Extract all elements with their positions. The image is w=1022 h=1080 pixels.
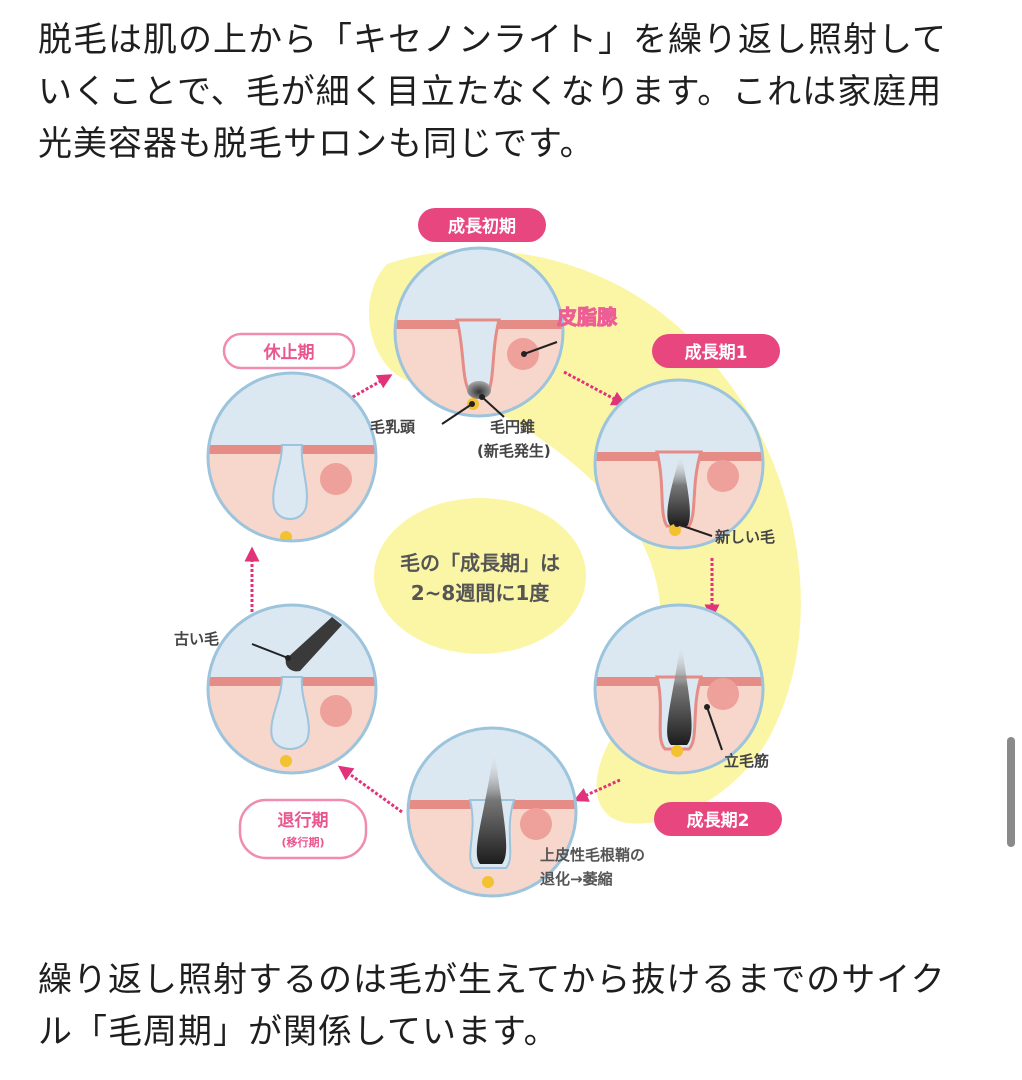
- label-sebaceous-gland: 皮脂腺: [557, 305, 618, 329]
- intro-paragraph: 脱毛は肌の上から「キセノンライト」を繰り返し照射していくことで、毛が細く目立たな…: [38, 20, 947, 164]
- center-line2: 2~8週間に1度: [411, 581, 551, 605]
- label-hair-cone: 毛円錐: [490, 418, 535, 436]
- center-bubble: [374, 498, 586, 654]
- diagram-text: (移行期): [281, 835, 324, 849]
- hair-cycle-diagram: 毛の「成長期」は 2~8週間に1度: [152, 192, 822, 922]
- body-paragraph: 繰り返し照射するのは毛が生えてから抜けるまでのサイクル「毛周期」が関係しています…: [38, 960, 946, 1052]
- label-dermal-papilla: 毛乳頭: [370, 418, 416, 436]
- pill-resting: 休止期: [222, 332, 356, 370]
- label-arrector-pili: 立毛筋: [724, 752, 769, 770]
- pill-early-growth: 成長初期: [418, 208, 546, 242]
- diagram-text: 退行期: [278, 810, 329, 831]
- diagram-text: 成長初期: [448, 216, 516, 237]
- pill-growth2: 成長期2: [654, 802, 782, 836]
- scrollbar-thumb[interactable]: [1007, 737, 1015, 847]
- center-line1: 毛の「成長期」は: [400, 551, 560, 575]
- diagram-text: 休止期: [263, 342, 315, 363]
- pill-regression: 退行期 (移行期): [238, 798, 368, 860]
- pill-growth1: 成長期1: [652, 334, 780, 368]
- circle-regression: [406, 726, 578, 898]
- label-sheath-1: 上皮性毛根鞘の: [540, 846, 645, 864]
- circle-growth2: [593, 603, 765, 775]
- circle-transition: [206, 603, 378, 775]
- label-sheath-2: 退化→萎縮: [540, 870, 613, 888]
- label-new-hair: 新しい毛: [715, 528, 775, 546]
- label-old-hair: 古い毛: [174, 630, 219, 648]
- diagram-text: 成長期1: [685, 342, 748, 363]
- diagram-text: 成長期2: [687, 810, 750, 831]
- circle-resting: [206, 371, 378, 543]
- label-new-hair-generation: (新毛発生): [477, 442, 551, 460]
